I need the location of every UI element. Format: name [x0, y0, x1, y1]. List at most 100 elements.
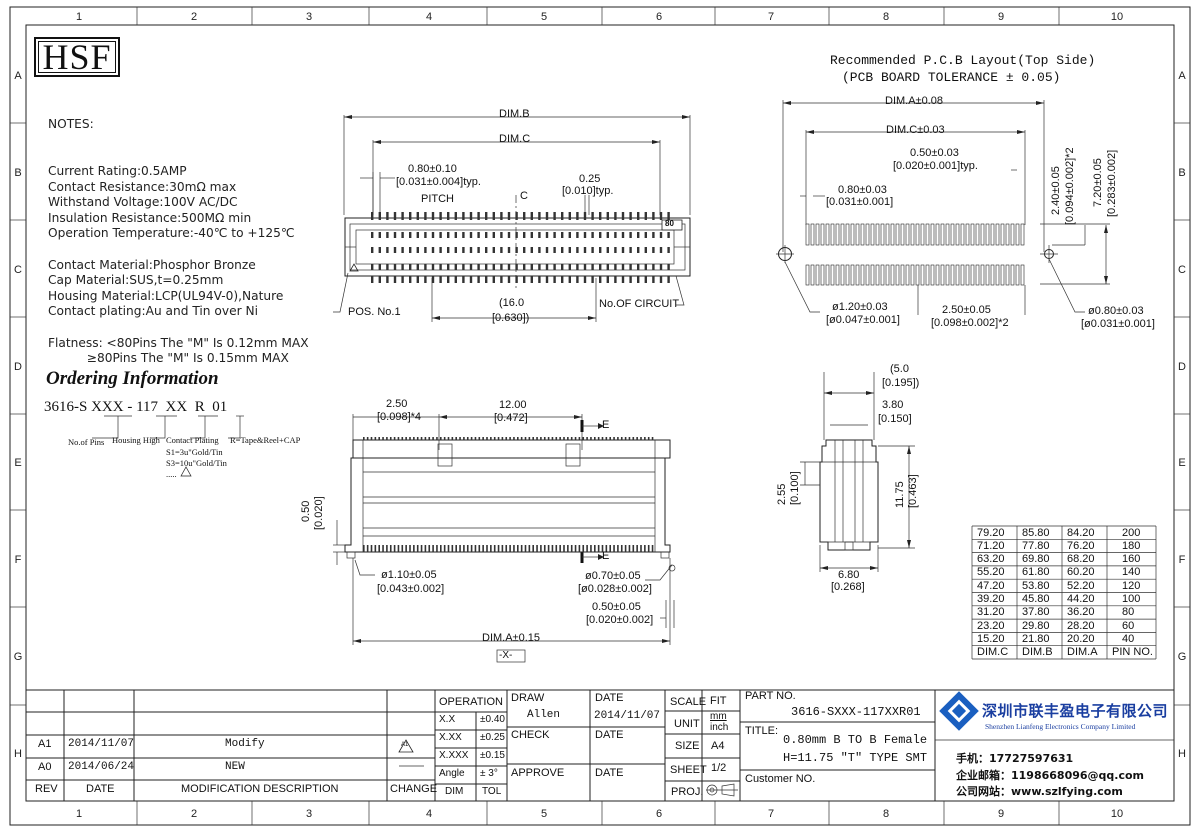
note-line: Contact Material:Phosphor Bronze	[48, 257, 256, 272]
ordering-plating-s1: S1=3u"Gold/Tin	[166, 447, 223, 457]
ruler-label: 8	[883, 808, 889, 820]
dim-table-cell: 31.20	[977, 606, 1005, 619]
dim-table-cell: 69.80	[1022, 553, 1050, 566]
dim-table-cell: 120	[1122, 579, 1141, 592]
draw-label: DRAW	[511, 692, 545, 704]
unit-label: UNIT	[674, 718, 700, 730]
ordering-housing-high: Housing High	[112, 435, 160, 445]
pcb-p050-inch: [0.020±0.001]typ.	[893, 160, 978, 172]
dim-table-cell: 71.20	[977, 539, 1005, 552]
front-h050: 0.50	[300, 500, 312, 522]
size-value: A4	[711, 740, 725, 752]
top-dim-c: DIM.C	[499, 133, 531, 145]
ruler-label: E	[14, 457, 21, 469]
pcb-layout-view	[776, 100, 1110, 315]
draw-date: 2014/11/07	[594, 710, 661, 722]
approve-date-label: DATE	[595, 767, 624, 779]
side-h255: 2.55	[776, 483, 788, 505]
check-date-label: DATE	[595, 729, 624, 741]
front-d110: ø1.10±0.05	[381, 569, 437, 581]
note-line: Current Rating:0.5AMP	[48, 163, 187, 178]
tolerance-dim: X.XXX	[439, 750, 469, 761]
dim-table-cell: 84.20	[1067, 526, 1095, 539]
pcb-dim-c: DIM.C±0.03	[886, 124, 945, 136]
title-line1: 0.80mm B TO B Female	[783, 733, 928, 747]
front-w250-inch: [0.098]*4	[377, 411, 422, 423]
top-w16-inch: [0.630])	[492, 312, 530, 324]
ruler-label: 4	[426, 11, 432, 23]
hsf-logo: HSF	[34, 37, 120, 77]
ruler-label: 9	[998, 808, 1004, 820]
unit-mm: mm	[710, 711, 727, 722]
dim-table-header: DIM.B	[1022, 646, 1053, 659]
tolerance-dim: Angle	[439, 768, 465, 779]
front-d110-inch: [0.043±0.002]	[377, 583, 445, 595]
pcb-tolerance: (PCB BOARD TOLERANCE ± 0.05)	[842, 70, 1061, 85]
front-w250: 2.50	[386, 398, 408, 410]
revision-date: 2014/06/24	[68, 761, 135, 773]
front-w1200: 12.00	[499, 399, 527, 411]
ruler-label: G	[1178, 651, 1187, 663]
top-w16: (16.0	[499, 297, 525, 309]
side-w50: (5.0	[890, 363, 909, 375]
ruler-label: 5	[541, 808, 547, 820]
pcb-p250: 2.50±0.05	[942, 304, 991, 316]
front-p050: 0.50±0.05	[592, 601, 641, 613]
top-pitch-val: 0.80±0.10	[408, 163, 457, 175]
front-view	[333, 414, 676, 663]
revision-rev: A1	[38, 738, 52, 750]
dim-table-cell: 79.20	[977, 526, 1005, 539]
ordering-title: Ordering Information	[46, 368, 219, 389]
pcb-p050: 0.50±0.03	[910, 147, 959, 159]
front-d070: ø0.70±0.05	[585, 570, 641, 582]
side-w380-inch: [0.150]	[878, 413, 912, 425]
front-dim-a: DIM.A±0.15	[482, 632, 541, 644]
tolerance-dim: X.X	[439, 714, 456, 725]
part-no-label: PART NO.	[745, 690, 796, 702]
pcb-p080: 0.80±0.03	[838, 184, 887, 196]
ruler-label: 9	[998, 11, 1004, 23]
front-d070-inch: [ø0.028±0.002]	[578, 583, 652, 595]
ruler-label: 10	[1111, 808, 1123, 820]
dim-table-cell: 140	[1122, 566, 1141, 579]
dim-table-cell: 160	[1122, 553, 1141, 566]
notes-heading: NOTES:	[48, 117, 94, 132]
revision-change: A1	[401, 742, 409, 748]
dim-table-cell: 44.20	[1067, 593, 1095, 605]
ordering-tape-reel: R=Tape&Reel+CAP	[230, 435, 301, 445]
pcb-d080: ø0.80±0.03	[1088, 305, 1144, 317]
revision-desc: NEW	[225, 761, 245, 773]
side-h1175: 11.75	[894, 481, 906, 508]
ruler-label: 1	[76, 808, 82, 820]
pcb-d120: ø1.20±0.03	[832, 301, 888, 313]
front-section-e-top: E	[602, 419, 610, 431]
ruler-label: A	[14, 70, 22, 82]
front-p050-inch: [0.020±0.002]	[586, 614, 654, 626]
note-line: Flatness: <80Pins The "M" Is 0.12mm MAX	[48, 335, 309, 350]
dim-table-cell: 80	[1122, 606, 1135, 619]
dim-table-header: DIM.A	[1067, 646, 1098, 659]
contact-website: 公司网站：www.szlfying.com	[956, 785, 1123, 798]
ruler-label: D	[14, 361, 22, 373]
dim-table-cell: 45.80	[1022, 593, 1050, 605]
dim-table-cell: 60	[1122, 619, 1135, 632]
note-line: Housing Material:LCP(UL94V-0),Nature	[48, 288, 284, 303]
dim-table-cell: 28.20	[1067, 619, 1095, 632]
change-header: CHANGE	[390, 783, 438, 795]
note-line: Operation Temperature:-40℃ to +125℃	[48, 226, 295, 241]
side-w680: 6.80	[838, 569, 860, 581]
pcb-v720-inch: [0.283±0.002]	[1106, 149, 1118, 217]
top-pitch-label: PITCH	[421, 193, 454, 205]
top-pin80: 80	[665, 219, 674, 228]
ruler-label: 3	[306, 808, 312, 820]
dim-table-cell: 21.80	[1022, 632, 1050, 645]
title-label: TITLE:	[745, 725, 779, 737]
part-no-value: 3616-SXXX-117XXR01	[791, 705, 921, 719]
rev-header: REV	[35, 783, 58, 795]
dim-table-cell: 63.20	[977, 553, 1005, 566]
ordering-contact-plating: Contact Plating	[166, 435, 219, 445]
ruler-label: F	[15, 554, 22, 566]
